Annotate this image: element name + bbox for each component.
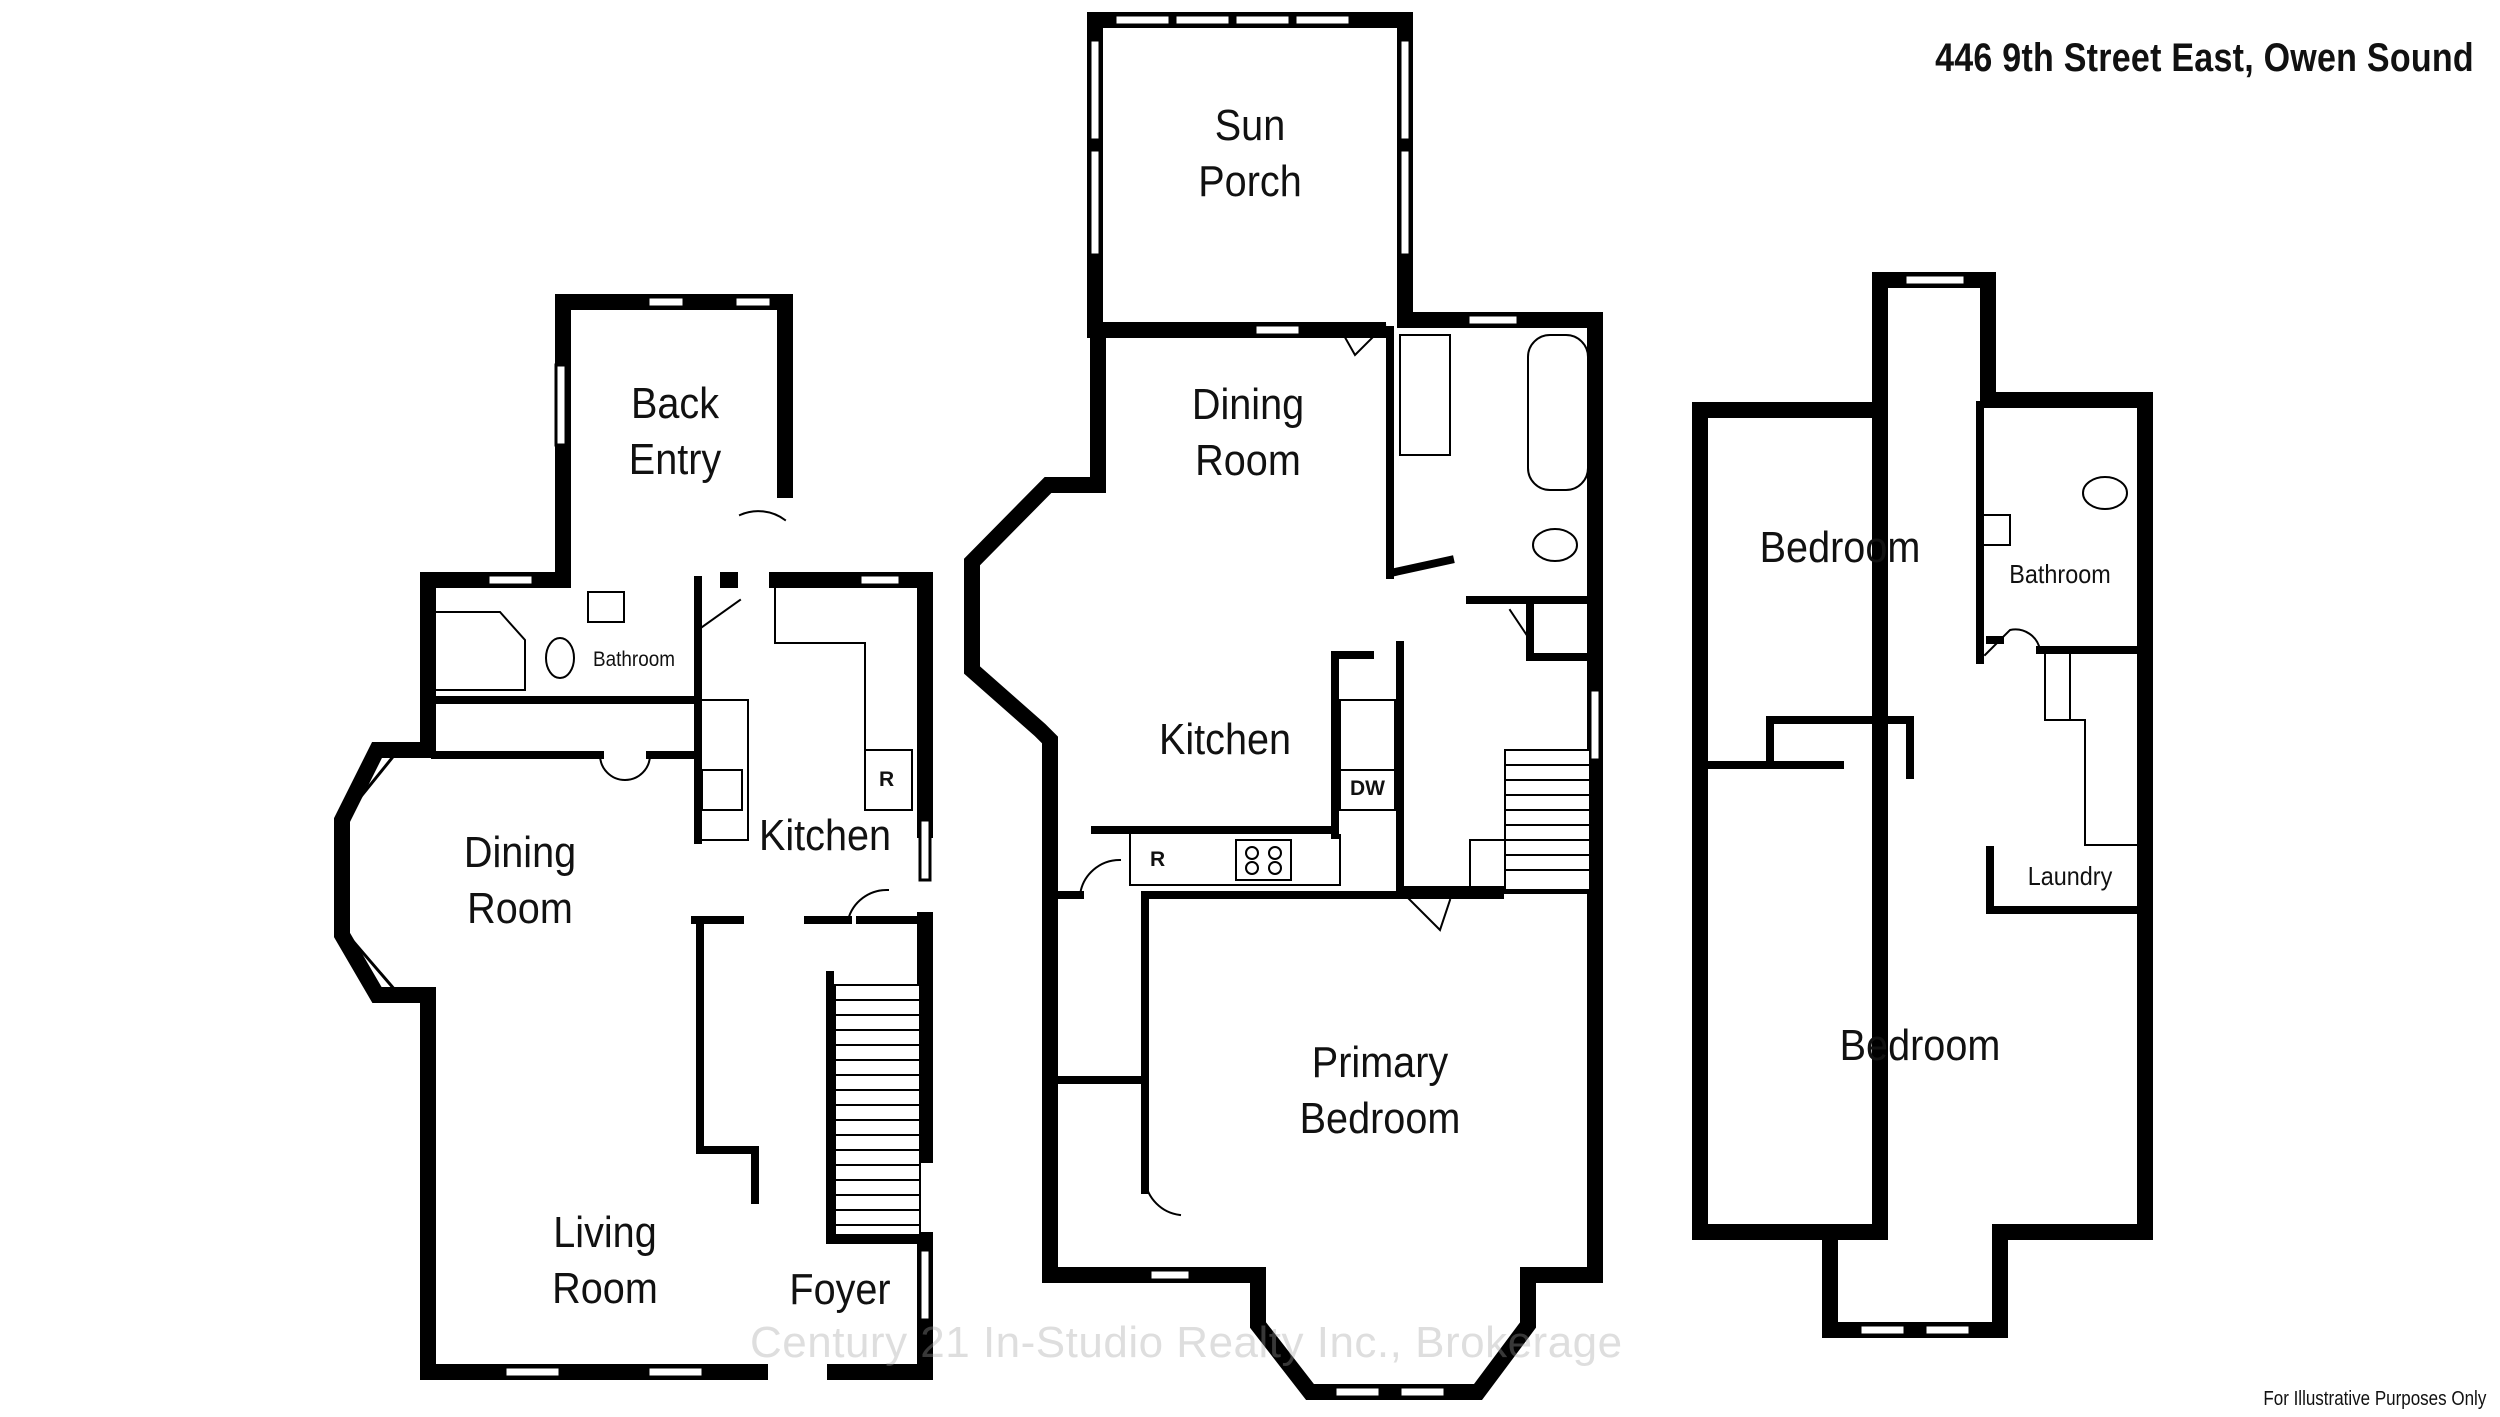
- room-label-primary-bedroom: Primary Bedroom: [1299, 1038, 1461, 1144]
- floor-3-inner-walls: [1706, 401, 2144, 914]
- room-label-bedroom-upper: Bedroom: [1759, 523, 1921, 572]
- dishwasher-label: DW: [1350, 777, 1385, 800]
- floor-1-vanity-icon: [587, 591, 625, 623]
- floor-2-vanity-icon: [1399, 334, 1451, 456]
- room-label-kitchen: Kitchen: [758, 811, 892, 860]
- floor-3-toilet-icon: [2082, 476, 2128, 510]
- disclaimer-note: For Illustrative Purposes Only: [2263, 1388, 2486, 1410]
- floor-3-outer-wall-b: [1692, 402, 1838, 1240]
- floor-1-counter: [697, 587, 913, 841]
- room-label-foyer: Foyer: [789, 1265, 891, 1314]
- floor-1-sink-icon: [701, 769, 743, 811]
- room-label-dining-room-2: Dining Room: [1191, 380, 1305, 486]
- floor-1-doors: [598, 510, 890, 922]
- floor-2-inner-walls: [1046, 326, 1599, 1194]
- room-label-back-entry: Back Entry: [628, 379, 722, 485]
- floor-2-toilet-icon: [1532, 528, 1578, 562]
- floor-1-toilet-icon: [545, 637, 575, 679]
- floor-2: [964, 12, 1603, 1400]
- room-label-kitchen-2: Kitchen: [1158, 715, 1292, 764]
- floor-3: [1692, 272, 2153, 1338]
- floor-2-kitchen-counters: [1129, 699, 1396, 886]
- room-label-dining-room: Dining Room: [463, 828, 577, 934]
- room-label-bathroom-3: Bathroom: [2009, 559, 2111, 589]
- floor-3-stairs: [2044, 654, 2141, 846]
- floor-2-windows: [980, 13, 1602, 1399]
- floor-1-fridge: [864, 749, 913, 811]
- room-label-laundry: Laundry: [2027, 861, 2113, 891]
- floor-2-doors: [1078, 323, 1532, 1217]
- floor-1-windows: [347, 295, 932, 1379]
- room-label-bedroom-lower: Bedroom: [1839, 1021, 2001, 1070]
- floor-3-windows: [1858, 273, 1972, 1337]
- floor-3-doors: [1983, 628, 2042, 657]
- floor-3-outer-wall: [1692, 272, 2153, 1338]
- floor-1-shower-icon: [434, 611, 526, 691]
- room-label-sun-porch: Sun Porch: [1198, 101, 1302, 207]
- floor-1-inner-walls: [424, 576, 929, 1244]
- room-label-bathroom: Bathroom: [593, 648, 675, 671]
- floor-1: [334, 294, 933, 1380]
- floor-1-stairs: [834, 984, 921, 1236]
- room-label-living-room: Living Room: [552, 1208, 658, 1314]
- page-title: 446 9th Street East, Owen Sound: [1935, 36, 2474, 80]
- floor-2-outer-wall: [964, 12, 1603, 1400]
- brokerage-watermark: Century 21 In-Studio Realty Inc., Broker…: [750, 1318, 1623, 1367]
- floor-2-bathtub-icon: [1527, 334, 1589, 491]
- floor-2-stairs: [1469, 749, 1591, 891]
- fridge-label: R: [879, 768, 895, 791]
- floor-3-vanity-icon: [1979, 514, 2011, 546]
- fridge-label-2: R: [1150, 848, 1166, 871]
